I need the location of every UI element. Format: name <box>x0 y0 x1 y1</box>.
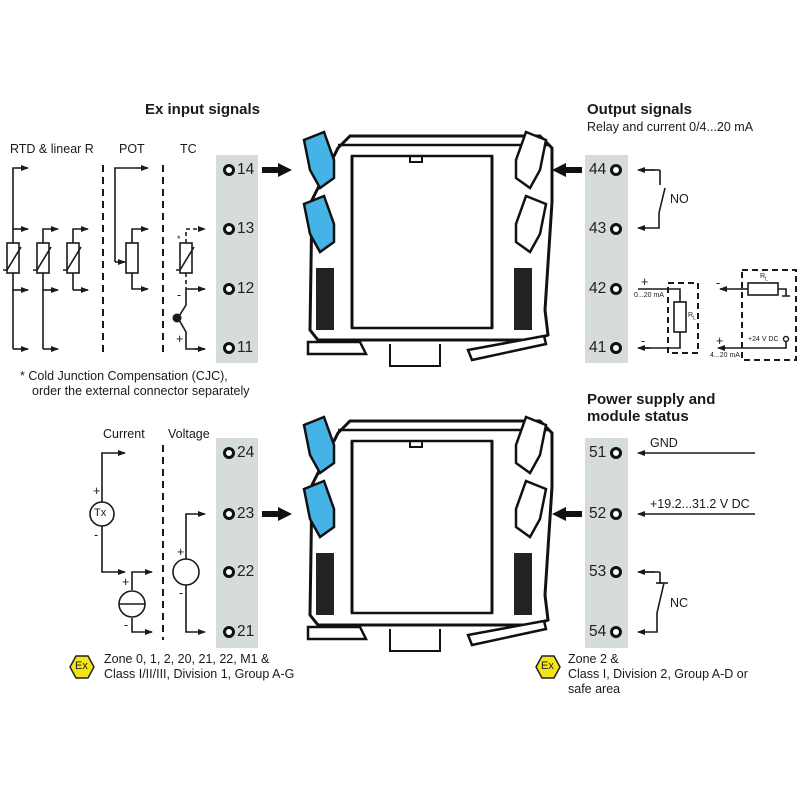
group-label-pot: POT <box>119 142 145 156</box>
cjc-note-2: order the external connector separately <box>32 384 250 398</box>
active-current-label: 4...20 mA <box>710 352 740 359</box>
terminal-24: 24 <box>237 444 255 461</box>
terminal-42: 42 <box>589 280 607 297</box>
tc-minus: - <box>177 288 182 302</box>
group-label-rtd: RTD & linear R <box>10 142 94 156</box>
output-signals-title: Output signals <box>587 101 692 118</box>
cjc-marker: * <box>177 234 181 244</box>
ex-badge-right-text: Ex <box>541 660 554 672</box>
cjc-note-1: * Cold Junction Compensation (CJC), <box>20 369 228 383</box>
relay-nc-label: NC <box>670 596 689 610</box>
terminal-strip-input-top <box>216 155 258 363</box>
power-section-title-1: Power supply and <box>587 391 716 408</box>
terminal-strip-input-bottom <box>216 438 258 648</box>
tx-label: Tx <box>94 507 107 519</box>
terminal-52: 52 <box>589 505 607 522</box>
power-section-title-2: module status <box>587 408 689 425</box>
ex-badge-left-icon <box>69 655 95 679</box>
terminal-12: 12 <box>237 280 255 297</box>
active-minus: - <box>716 276 721 290</box>
group-label-tc: TC <box>180 142 197 156</box>
load-resistor-label: RL <box>688 312 696 322</box>
voltage-plus: + <box>177 545 185 559</box>
isolator-module-top <box>302 130 554 368</box>
group-label-voltage: Voltage <box>168 427 210 441</box>
ex-badge-right-icon <box>535 655 561 679</box>
terminal-strip-power-bottom <box>585 438 628 648</box>
approval-right-1: Zone 2 & <box>568 652 619 666</box>
approval-left-1: Zone 0, 1, 2, 20, 21, 22, M1 & <box>104 652 270 666</box>
source-minus: - <box>124 618 129 632</box>
input-signals-title: Ex input signals <box>145 101 261 118</box>
supply-voltage-label: +19.2...31.2 V DC <box>650 497 750 511</box>
relay-no-label: NO <box>670 192 689 206</box>
approval-right-2: Class I, Division 2, Group A-D or <box>568 667 748 681</box>
terminal-strip-output-top <box>585 155 628 363</box>
terminal-11: 11 <box>237 339 254 356</box>
terminal-44: 44 <box>589 161 607 178</box>
output-signals-subtitle: Relay and current 0/4...20 mA <box>587 120 754 134</box>
out-plus: + <box>641 275 649 289</box>
voltage-minus: - <box>179 586 184 600</box>
terminal-43: 43 <box>589 220 607 237</box>
tx-plus: + <box>93 484 101 498</box>
terminal-23: 23 <box>237 505 255 522</box>
tx-minus: - <box>94 528 99 542</box>
out-minus: - <box>641 334 646 348</box>
gnd-label: GND <box>650 436 678 450</box>
active-plus: + <box>716 334 724 348</box>
approval-right-3: safe area <box>568 682 621 696</box>
isolator-module-bottom <box>302 415 554 653</box>
terminal-51: 51 <box>589 444 607 461</box>
terminal-41: 41 <box>589 339 607 356</box>
load-resistor-label-2: RL <box>760 273 768 283</box>
tc-plus: + <box>176 332 184 346</box>
passive-current-label: 0...20 mA <box>634 292 664 299</box>
terminal-54: 54 <box>589 623 607 640</box>
terminal-14: 14 <box>237 161 255 178</box>
terminal-53: 53 <box>589 563 607 580</box>
terminal-22: 22 <box>237 563 255 580</box>
source-plus: + <box>122 575 130 589</box>
group-label-current: Current <box>103 427 145 441</box>
approval-left-2: Class I/II/III, Division 1, Group A-G <box>104 667 295 681</box>
terminal-13: 13 <box>237 220 255 237</box>
ex-badge-left-text: Ex <box>75 660 88 672</box>
terminal-21: 21 <box>237 623 255 640</box>
supply-24v-label: +24 V DC <box>748 336 779 343</box>
